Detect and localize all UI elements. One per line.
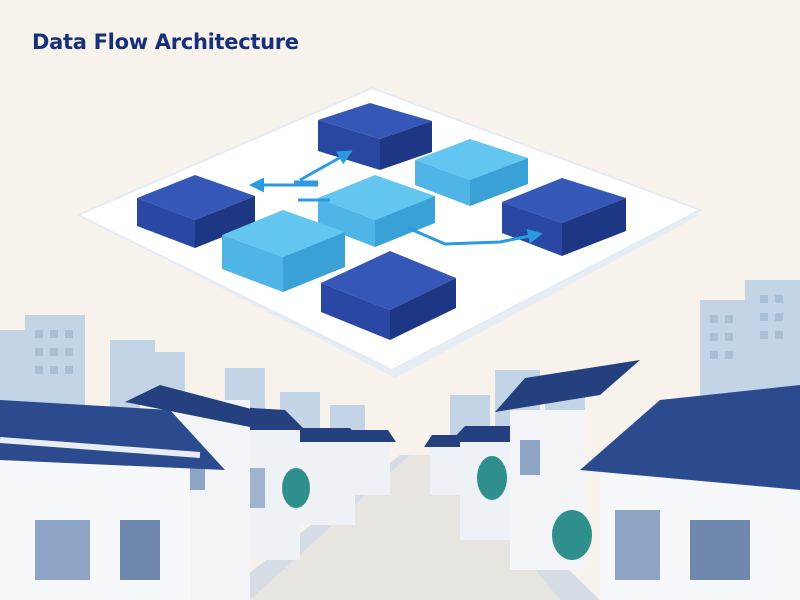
right-houses xyxy=(424,360,800,600)
node-bottom xyxy=(321,251,456,340)
arrow-to-right xyxy=(407,226,543,246)
node-left xyxy=(137,175,255,248)
node-lower-left xyxy=(222,210,345,292)
skyline-windows xyxy=(35,295,783,374)
node-top xyxy=(318,103,432,170)
page-title: Data Flow Architecture xyxy=(32,30,299,54)
node-center xyxy=(318,175,435,247)
node-top-right xyxy=(415,139,528,206)
flow-arrows xyxy=(249,150,543,246)
arrow-to-top xyxy=(299,150,353,182)
diagram-nodes xyxy=(137,103,626,340)
left-houses xyxy=(0,385,396,600)
